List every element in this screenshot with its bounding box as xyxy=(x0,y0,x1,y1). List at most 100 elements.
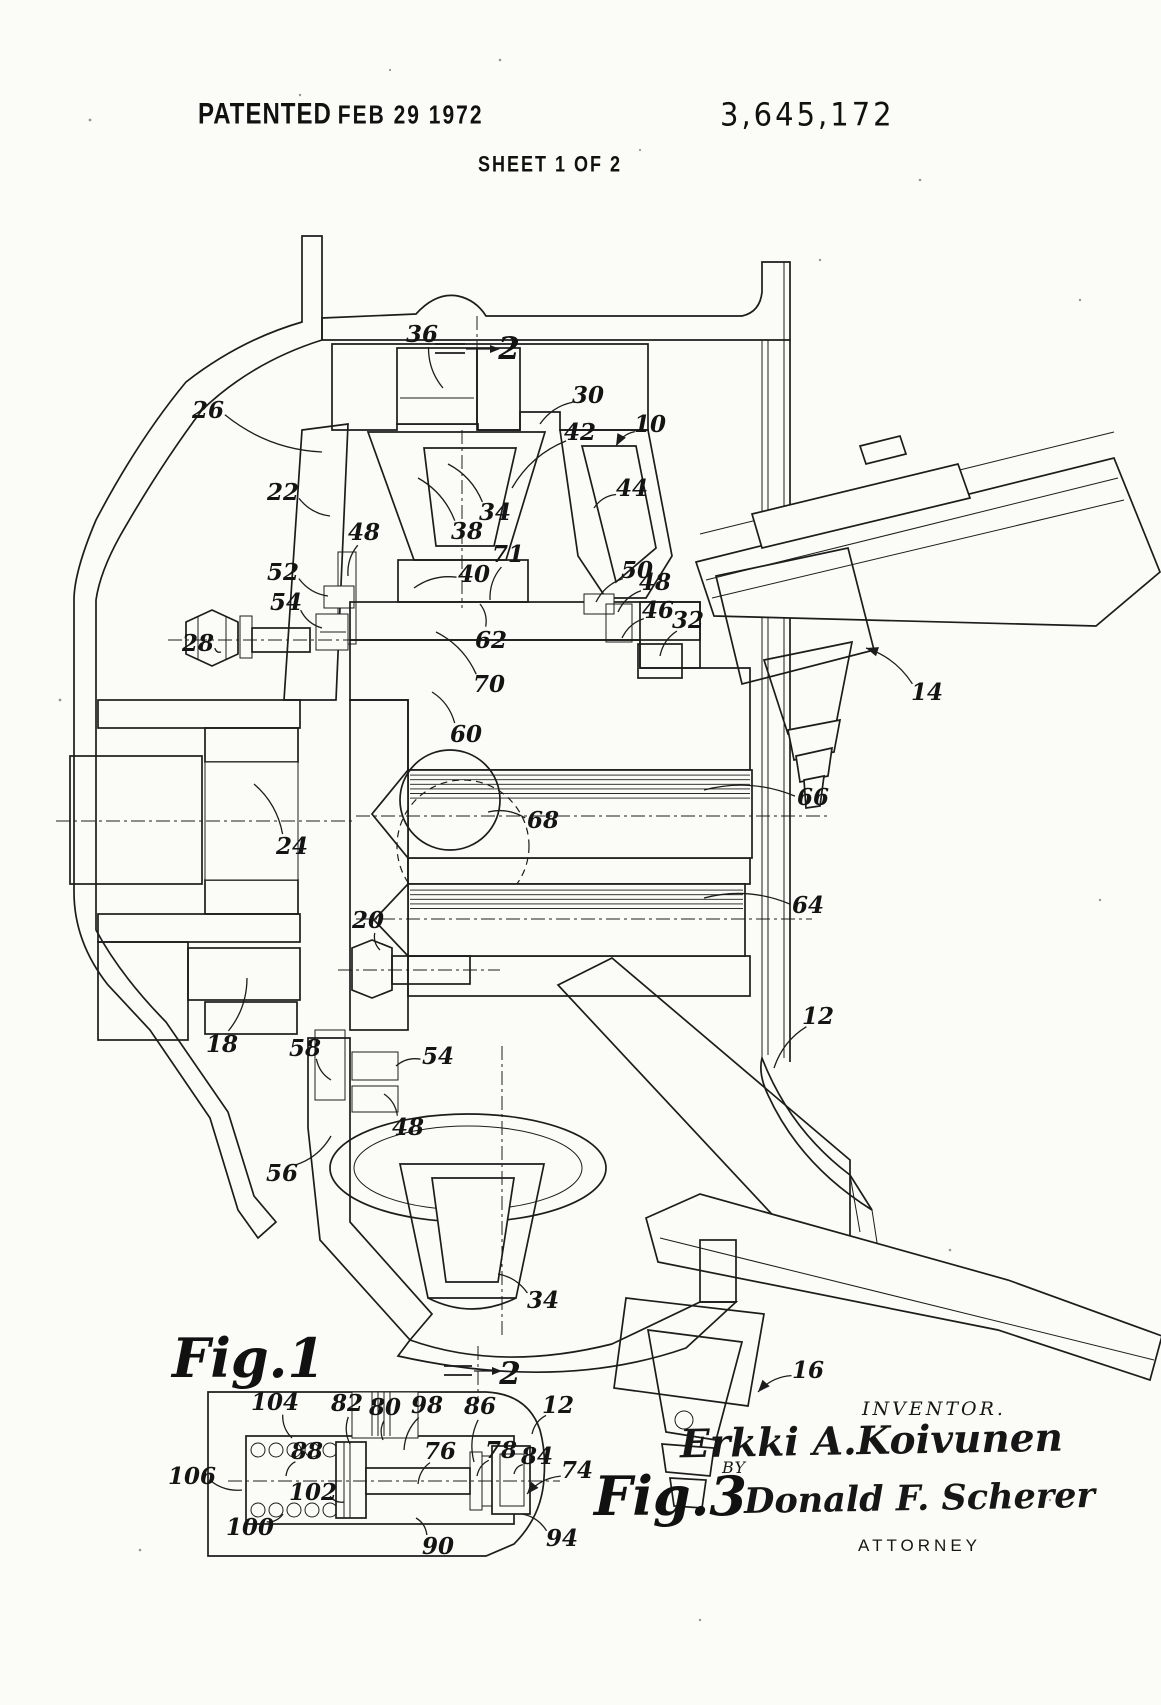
leader-line xyxy=(347,544,359,577)
leader-line xyxy=(595,577,624,603)
leader-line xyxy=(329,1495,345,1503)
ref-numeral-76: 76 xyxy=(424,1438,456,1465)
ref-numeral-54: 54 xyxy=(270,589,302,616)
ref-numeral-22: 22 xyxy=(266,479,299,506)
upper-shaft xyxy=(356,749,828,913)
leader-line xyxy=(417,1462,431,1485)
ref-numeral-34: 34 xyxy=(527,1287,559,1314)
ref-numeral-102: 102 xyxy=(289,1479,337,1506)
leader-line xyxy=(415,1517,428,1536)
figure1-name: Fig.1 xyxy=(172,1326,325,1390)
ref-numeral-68: 68 xyxy=(527,807,559,834)
ref-numeral-48: 48 xyxy=(392,1114,424,1141)
leader-line xyxy=(531,1414,547,1435)
ref-numeral-48: 48 xyxy=(639,569,671,596)
ref-numeral-44: 44 xyxy=(616,475,648,502)
leader-line xyxy=(431,691,456,724)
bottom-spring-cup xyxy=(329,1046,607,1338)
leader-line xyxy=(298,497,331,517)
ref-numeral-100: 100 xyxy=(226,1514,274,1541)
ref-numeral-106: 106 xyxy=(168,1463,216,1490)
bottom-housing xyxy=(307,1037,739,1374)
leader-line xyxy=(489,566,502,601)
leader-line xyxy=(296,1135,332,1166)
leader-line xyxy=(513,1463,523,1475)
figure3-drawing xyxy=(207,1391,560,1557)
ref-numeral-32: 32 xyxy=(672,607,704,634)
spring-coils xyxy=(250,1442,338,1518)
leader-line xyxy=(593,493,617,509)
ref-numeral-90: 90 xyxy=(422,1533,454,1560)
ref-numeral-38: 38 xyxy=(451,518,483,545)
leader-line xyxy=(773,1026,807,1069)
ref-numeral-40: 40 xyxy=(458,561,490,588)
stud-36 xyxy=(396,347,478,425)
ref-numeral-28: 28 xyxy=(181,630,214,657)
ref-numeral-14: 14 xyxy=(911,679,943,706)
ref-numeral-60: 60 xyxy=(450,721,482,748)
figure3-name: Fig.3 xyxy=(594,1464,747,1528)
leader-line xyxy=(345,1416,351,1445)
ref-numeral-36: 36 xyxy=(406,321,438,348)
ref-numeral-80: 80 xyxy=(368,1394,401,1421)
lower-arm-16 xyxy=(613,1193,1161,1509)
upper-arm-14 xyxy=(694,431,1161,809)
attorney-signature: Donald F. Scherer xyxy=(743,1474,1096,1523)
leader-line xyxy=(659,630,678,657)
leader-line xyxy=(373,932,381,951)
leader-line xyxy=(427,346,444,389)
leader-line xyxy=(395,1058,421,1067)
leader-line xyxy=(471,1419,479,1463)
ref-numeral-2: 2 xyxy=(497,331,520,367)
patented-label: PATENTED xyxy=(198,98,332,131)
ref-numeral-24: 24 xyxy=(275,833,308,860)
ref-numeral-84: 84 xyxy=(520,1443,553,1470)
lower-shaft xyxy=(356,881,812,959)
ref-numeral-104: 104 xyxy=(251,1389,299,1416)
ref-numeral-20: 20 xyxy=(351,907,384,934)
leader-line xyxy=(435,631,477,675)
leader-arrowhead xyxy=(866,647,879,657)
leader-line xyxy=(300,609,323,629)
ref-numeral-16: 16 xyxy=(792,1357,824,1384)
patent-number: 3,645,172 xyxy=(720,96,895,134)
ref-numeral-52: 52 xyxy=(267,559,299,586)
leader-line xyxy=(417,477,456,521)
ref-numeral-78: 78 xyxy=(485,1437,517,1464)
ref-numeral-12: 12 xyxy=(802,1003,834,1030)
attorney-label: ATTORNEY xyxy=(858,1536,981,1555)
ref-numeral-46: 46 xyxy=(642,597,674,624)
leader-line xyxy=(476,1459,490,1477)
leader-line xyxy=(703,892,791,905)
ref-numeral-86: 86 xyxy=(463,1393,496,1420)
leader-line xyxy=(621,617,644,639)
ref-numeral-2: 2 xyxy=(498,1356,521,1392)
ref-numeral-26: 26 xyxy=(191,397,224,424)
leader-line xyxy=(479,603,487,627)
leader-arrowhead xyxy=(527,1481,539,1494)
ref-numeral-50: 50 xyxy=(621,557,653,584)
leader-line xyxy=(214,647,222,653)
leader-line xyxy=(315,1058,332,1081)
leader-line xyxy=(227,977,248,1032)
ref-numeral-62: 62 xyxy=(475,627,507,654)
ref-numeral-74: 74 xyxy=(561,1457,593,1484)
leader-line xyxy=(447,463,484,503)
ref-numeral-88: 88 xyxy=(290,1438,323,1465)
bolt-20 xyxy=(338,939,500,999)
ref-numeral-82: 82 xyxy=(330,1390,363,1417)
spring-cone xyxy=(366,430,547,608)
housing-flange-12 xyxy=(556,956,851,1241)
leader-line xyxy=(383,1093,399,1116)
leader-line xyxy=(511,440,567,489)
ref-numeral-12: 12 xyxy=(542,1392,574,1419)
leader-line xyxy=(285,1461,296,1477)
seal-rollers-upper xyxy=(315,551,357,651)
leader-line xyxy=(487,809,526,819)
housing-cap xyxy=(283,343,673,701)
leader-line xyxy=(617,590,642,613)
patented-date: FEB 29 1972 xyxy=(337,101,484,130)
